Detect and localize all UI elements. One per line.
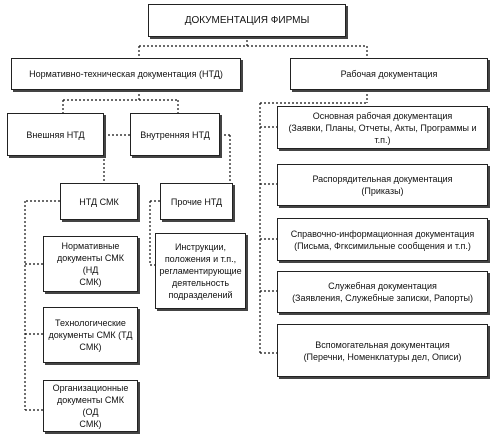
ntd-smk-box: НТД СМК bbox=[60, 183, 138, 220]
smk-doc-box: Нормативные документы СМК (НД СМК) bbox=[43, 236, 138, 292]
internal-ntd-box: Внутренняя НТД bbox=[130, 113, 220, 156]
smk-doc-box: Технологические документы СМК (ТД СМК) bbox=[43, 307, 138, 363]
work-docs-label: Рабочая документация bbox=[340, 69, 438, 79]
work-type-label: Вспомогательная документация (Перечни, Н… bbox=[303, 339, 462, 362]
root-box: ДОКУМЕНТАЦИЯ ФИРМЫ bbox=[148, 4, 346, 37]
work-type-label: Справочно-информационная документация (П… bbox=[290, 228, 475, 251]
work-type-box: Справочно-информационная документация (П… bbox=[277, 218, 488, 261]
work-type-label: Распорядительная документация (Приказы) bbox=[312, 174, 453, 196]
smk-doc-label: Технологические документы СМК (ТД СМК) bbox=[48, 318, 133, 352]
internal-ntd-label: Внутренняя НТД bbox=[140, 129, 210, 140]
other-ntd-desc-label: Инструкции, положения и т.п., регламенти… bbox=[159, 242, 242, 300]
external-ntd-box: Внешняя НТД bbox=[7, 113, 104, 156]
work-docs-box: Рабочая документация bbox=[290, 58, 488, 90]
other-ntd-label: Прочие НТД bbox=[170, 196, 223, 207]
other-ntd-box: Прочие НТД bbox=[160, 183, 233, 220]
work-type-label: Основная рабочая документация (Заявки, П… bbox=[288, 110, 477, 145]
smk-doc-box: Организационные документы СМК (ОД СМК) bbox=[43, 380, 138, 432]
smk-doc-label: Нормативные документы СМК (НД СМК) bbox=[56, 241, 125, 287]
work-type-box: Служебная документация (Заявления, Служе… bbox=[277, 271, 488, 313]
ntd-label: Нормативно-техническая документация (НТД… bbox=[29, 69, 223, 79]
external-ntd-label: Внешняя НТД bbox=[26, 129, 85, 140]
work-type-box: Основная рабочая документация (Заявки, П… bbox=[277, 106, 488, 149]
work-type-box: Распорядительная документация (Приказы) bbox=[277, 164, 488, 206]
work-type-box: Вспомогательная документация (Перечни, Н… bbox=[277, 324, 488, 377]
work-type-label: Служебная документация (Заявления, Служе… bbox=[292, 281, 473, 303]
ntd-smk-label: НТД СМК bbox=[79, 196, 119, 207]
ntd-box: Нормативно-техническая документация (НТД… bbox=[11, 58, 241, 90]
smk-doc-label: Организационные документы СМК (ОД СМК) bbox=[52, 383, 129, 429]
root-label: ДОКУМЕНТАЦИЯ ФИРМЫ bbox=[184, 14, 310, 26]
other-ntd-desc-box: Инструкции, положения и т.п., регламенти… bbox=[155, 233, 246, 309]
